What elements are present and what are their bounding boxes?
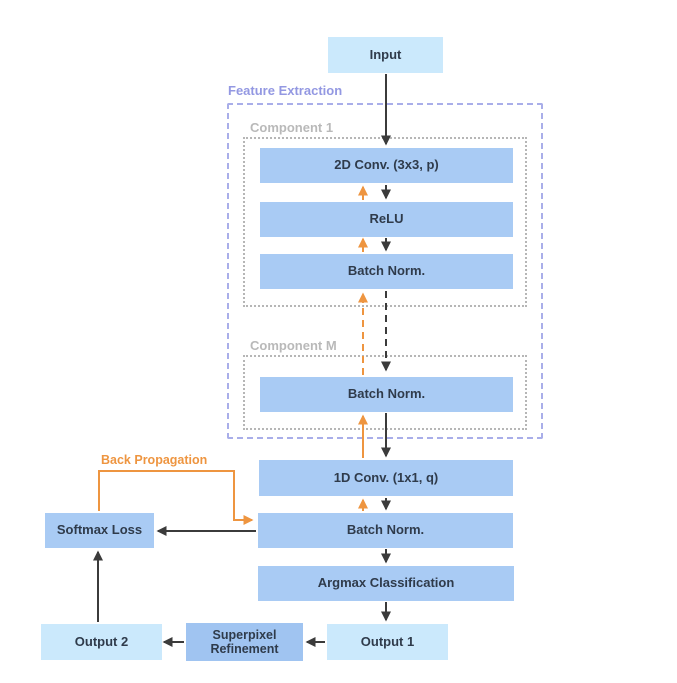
feature-extraction-label: Feature Extraction bbox=[228, 83, 343, 98]
node-output-1: Output 1 bbox=[327, 624, 448, 660]
node-superpixel-refinement: Superpixel Refinement bbox=[186, 623, 303, 661]
node-2d-conv: 2D Conv. (3x3, p) bbox=[260, 148, 513, 183]
node-batch-norm-component-m: Batch Norm. bbox=[260, 377, 513, 412]
node-softmax-loss: Softmax Loss bbox=[45, 513, 154, 548]
node-output-2: Output 2 bbox=[41, 624, 162, 660]
component-1-label: Component 1 bbox=[250, 120, 334, 135]
node-relu: ReLU bbox=[260, 202, 513, 237]
back-propagation-label: Back Propagation bbox=[101, 453, 208, 467]
node-batch-norm: Batch Norm. bbox=[258, 513, 513, 548]
node-input: Input bbox=[328, 37, 443, 73]
node-1d-conv: 1D Conv. (1x1, q) bbox=[259, 460, 513, 496]
component-m-label: Component M bbox=[250, 338, 337, 353]
node-argmax-classification: Argmax Classification bbox=[258, 566, 514, 601]
node-batch-norm-component-1: Batch Norm. bbox=[260, 254, 513, 289]
